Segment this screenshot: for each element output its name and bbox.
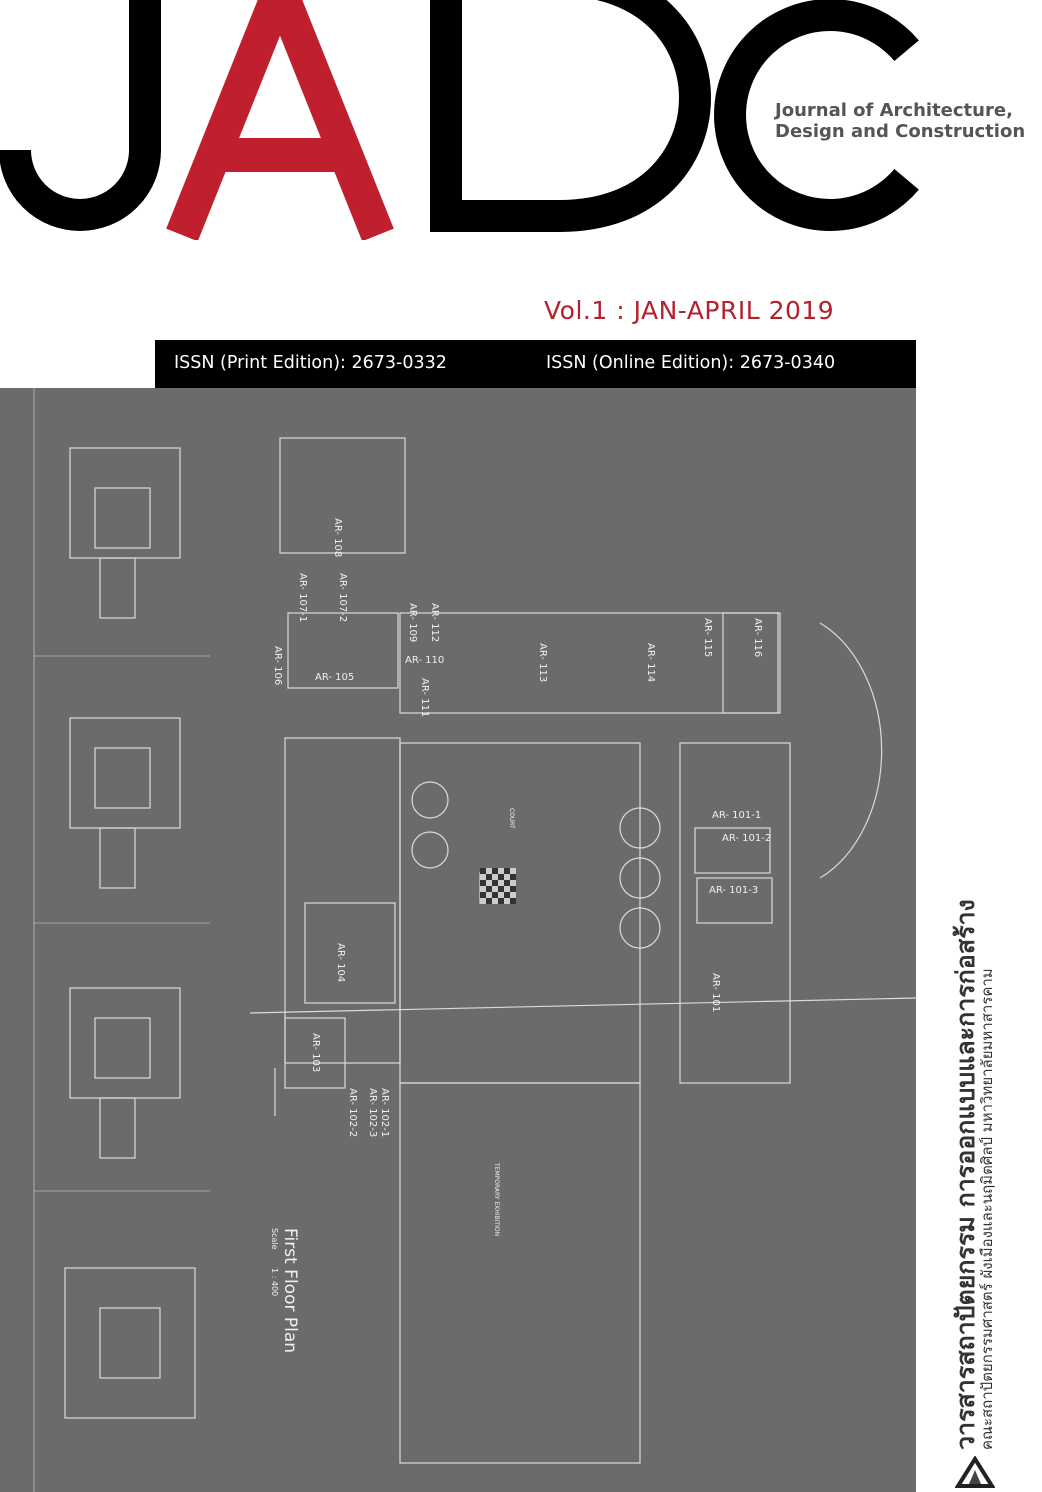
checker-square bbox=[498, 874, 504, 880]
checker-square bbox=[504, 892, 510, 898]
checker-square bbox=[486, 898, 492, 904]
room-label: AR- 104 bbox=[335, 943, 346, 982]
room-label: AR- 113 bbox=[537, 643, 548, 682]
room-label: AR- 101-2 bbox=[722, 833, 771, 844]
checker-square bbox=[492, 868, 498, 874]
room-label: AR- 102-2 bbox=[347, 1088, 358, 1137]
logo-letter-a bbox=[166, 0, 394, 240]
room-label: AR- 102-1 bbox=[379, 1088, 390, 1137]
publisher-text: วารสารสถาปัตยกรรม การออกแบบและการก่อสร้า… bbox=[951, 899, 996, 1450]
room-label: AR- 115 bbox=[702, 618, 713, 657]
checker-square bbox=[510, 898, 516, 904]
room-label: AR- 103 bbox=[310, 1033, 321, 1072]
court-label: COURT bbox=[508, 808, 515, 829]
room-label: AR- 116 bbox=[752, 618, 763, 657]
checker-square bbox=[492, 880, 498, 886]
thai-journal-title: วารสารสถาปัตยกรรม การออกแบบและการก่อสร้า… bbox=[951, 899, 980, 1450]
room-label: AR- 105 bbox=[315, 672, 354, 683]
checker-square bbox=[504, 880, 510, 886]
room-label: AR- 114 bbox=[645, 643, 656, 682]
logo-letter-d bbox=[430, 0, 711, 232]
scale-value: 1 : 400 bbox=[270, 1268, 279, 1296]
floor-plan-panel: AR- 108 AR- 107-1 AR- 107-2 AR- 109 AR- … bbox=[0, 388, 916, 1492]
room-label: AR- 106 bbox=[272, 646, 283, 685]
room-label: AR- 107-2 bbox=[337, 573, 348, 622]
checker-square bbox=[504, 868, 510, 874]
room-label: AR- 109 bbox=[407, 603, 418, 642]
floor-plan-drawing: AR- 108 AR- 107-1 AR- 107-2 AR- 109 AR- … bbox=[33, 388, 916, 1492]
checker-square bbox=[486, 874, 492, 880]
room-label: AR- 101 bbox=[710, 973, 721, 1012]
checker-square bbox=[498, 886, 504, 892]
plan-title: First Floor Plan bbox=[280, 1228, 300, 1353]
scale-label: Scale bbox=[270, 1228, 279, 1250]
court-checkerboard bbox=[480, 868, 516, 904]
room-label: AR- 111 bbox=[419, 678, 430, 717]
checker-square bbox=[492, 892, 498, 898]
jadc-logo bbox=[0, 0, 919, 240]
room-label: AR- 101-3 bbox=[709, 885, 758, 896]
subtitle-line-2: Design and Construction bbox=[775, 121, 1026, 142]
room-label: AR- 110 bbox=[405, 655, 444, 666]
checker-square bbox=[498, 898, 504, 904]
checker-square bbox=[510, 874, 516, 880]
room-label: AR- 108 bbox=[332, 518, 343, 557]
journal-subtitle: Journal of Architecture, Design and Cons… bbox=[775, 100, 1025, 142]
subtitle-line-1: Journal of Architecture, bbox=[775, 100, 1013, 121]
exhibition-label: TEMPORARY EXHIBITION bbox=[493, 1162, 500, 1236]
thai-faculty-name: คณะสถาปัตยกรรมศาสตร์ ผังเมืองและนฤมิตศิล… bbox=[978, 968, 996, 1450]
university-emblem-icon bbox=[955, 1456, 995, 1488]
room-label: AR- 107-1 bbox=[297, 573, 308, 622]
logo-letter-j bbox=[0, 0, 161, 231]
volume-label: Vol.1 : JAN-APRIL 2019 bbox=[544, 296, 835, 325]
checker-square bbox=[480, 868, 486, 874]
issn-bar: ISSN (Print Edition): 2673-0332 ISSN (On… bbox=[155, 340, 916, 388]
checker-square bbox=[486, 886, 492, 892]
checker-square bbox=[480, 892, 486, 898]
room-label: AR- 112 bbox=[429, 603, 440, 642]
checker-square bbox=[480, 880, 486, 886]
logo-letter-c bbox=[714, 0, 919, 231]
checker-square bbox=[510, 886, 516, 892]
room-label: AR- 101-1 bbox=[712, 810, 761, 821]
room-label: AR- 102-3 bbox=[367, 1088, 378, 1137]
issn-online: ISSN (Online Edition): 2673-0340 bbox=[546, 353, 836, 373]
issn-print: ISSN (Print Edition): 2673-0332 bbox=[174, 353, 447, 373]
